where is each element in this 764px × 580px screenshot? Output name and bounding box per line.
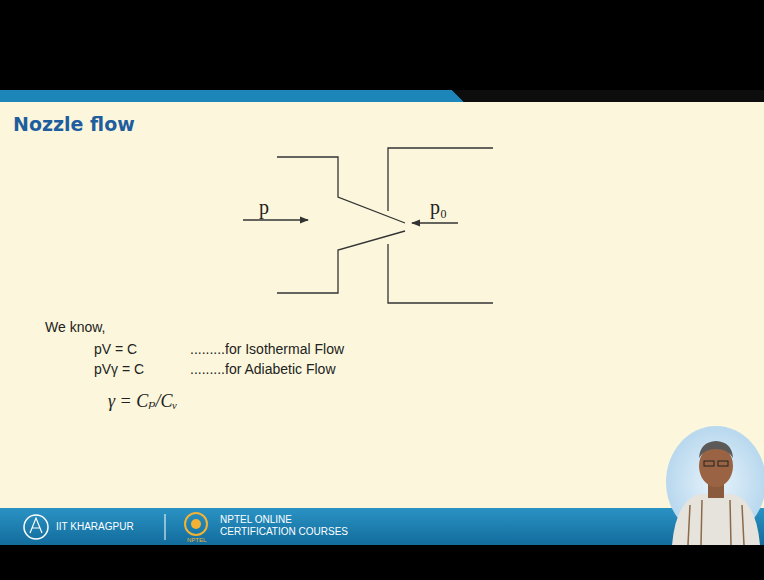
back-pressure-label: p₀ bbox=[430, 197, 447, 217]
nptel-logo-core bbox=[191, 519, 201, 529]
nozzle-upper-wall bbox=[277, 157, 405, 223]
footer-text: NPTEL ONLINE bbox=[220, 515, 292, 525]
inlet-pressure-arrow bbox=[243, 219, 308, 220]
footer-divider bbox=[165, 514, 166, 540]
footer-band bbox=[0, 508, 764, 545]
footer-text: IIT KHARAGPUR bbox=[56, 522, 134, 532]
nozzle-lower-wall bbox=[277, 231, 405, 293]
header-band bbox=[0, 90, 464, 102]
glasses-right bbox=[718, 461, 728, 466]
iit-logo-mark bbox=[30, 518, 42, 533]
body-text: We know, bbox=[45, 320, 105, 334]
shirt bbox=[672, 494, 760, 545]
footer-text: CERTIFICATION COURSES bbox=[220, 527, 348, 537]
inlet-pressure-label: p bbox=[259, 197, 269, 217]
chamber-lower-wall bbox=[388, 244, 493, 303]
logo-text: NPTEL bbox=[187, 537, 206, 543]
equation: γ = Cₚ/Cᵥ bbox=[108, 392, 178, 410]
presenter-photo bbox=[666, 426, 764, 545]
glasses-left bbox=[704, 461, 714, 466]
iit-logo bbox=[24, 515, 48, 539]
header-band-dark bbox=[452, 90, 764, 102]
shirt-stripes bbox=[688, 500, 744, 545]
equation: pV = C bbox=[94, 342, 137, 356]
equation-note: .........for Adiabetic Flow bbox=[190, 362, 336, 376]
back-pressure-arrow bbox=[412, 222, 458, 223]
slide-title: Nozzle flow bbox=[13, 115, 135, 134]
slide-ground bbox=[0, 102, 764, 508]
equation: pVγ = C bbox=[94, 362, 144, 376]
nptel-logo bbox=[185, 513, 207, 535]
hair bbox=[699, 441, 733, 458]
equation-note: .........for Isothermal Flow bbox=[190, 342, 344, 356]
nozzle-drawing bbox=[243, 148, 493, 303]
